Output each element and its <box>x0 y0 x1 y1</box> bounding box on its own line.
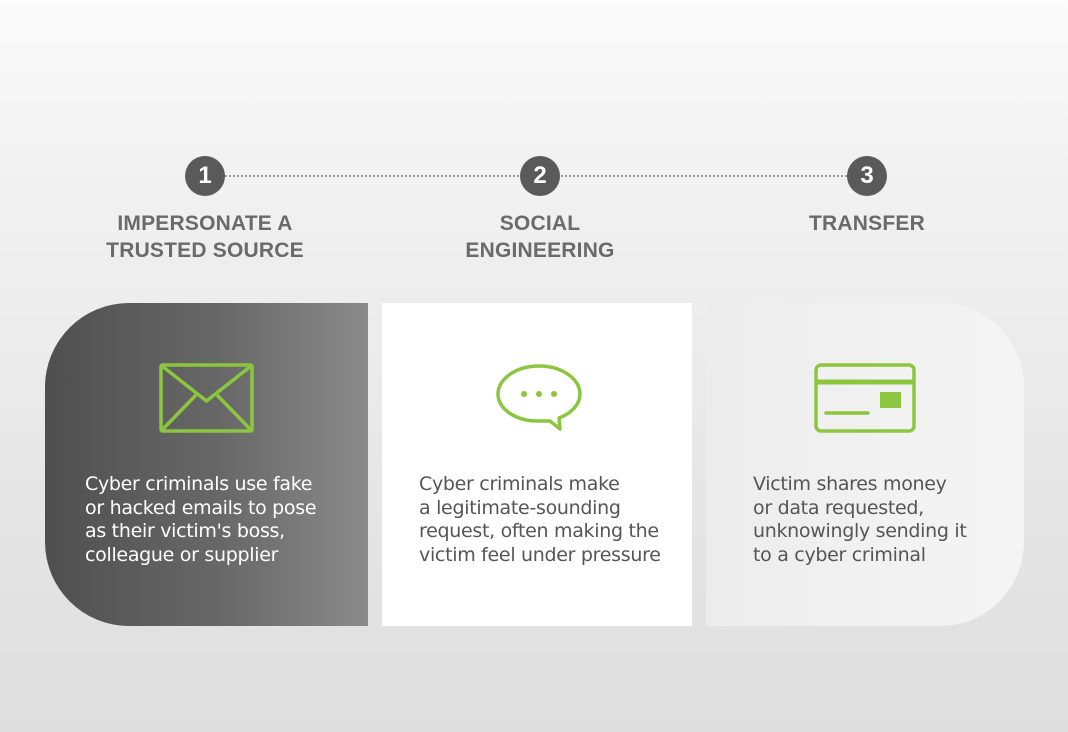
step-2-description-line: request, often making the <box>419 520 659 542</box>
envelope-icon <box>159 363 254 433</box>
step-1-description: Cyber criminals use fake or hacked email… <box>85 473 317 567</box>
step-3-title: TRANSFER <box>737 210 997 237</box>
step-3-description-line: or data requested, <box>753 496 924 519</box>
step-1-card: Cyber criminals use fake or hacked email… <box>45 303 368 626</box>
step-2-number: 2 <box>520 156 560 196</box>
credit-card-icon <box>814 363 916 433</box>
step-2-title: SOCIAL ENGINEERING <box>410 210 670 264</box>
step-3-number: 3 <box>847 156 887 196</box>
step-3-card: Victim shares money or data requested, u… <box>706 303 1024 626</box>
step-2-description: Cyber criminals make a legitimate-soundi… <box>419 473 661 567</box>
step-3-description-line: to a cyber criminal <box>753 543 926 566</box>
step-2-title-line: ENGINEERING <box>465 239 615 262</box>
step-1-title: IMPERSONATE A TRUSTED SOURCE <box>75 210 335 264</box>
step-1-title-line: TRUSTED SOURCE <box>106 239 304 262</box>
step-1-description-line: or hacked emails to pose <box>85 496 317 519</box>
step-1-title-line: IMPERSONATE A <box>117 212 293 235</box>
step-3-description-line: Victim shares money <box>753 473 947 495</box>
step-2-description-line: Cyber criminals make <box>419 473 620 495</box>
step-3-title-line: TRANSFER <box>809 212 925 235</box>
speech-bubble-icon <box>496 364 582 431</box>
step-1-description-line: as their victim's boss, <box>85 520 285 542</box>
step-1-number: 1 <box>185 156 225 196</box>
step-1-description-line: Cyber criminals use fake <box>85 473 313 495</box>
step-2-title-line: SOCIAL <box>499 212 581 235</box>
step-3-description-line: unknowingly sending it <box>753 520 967 542</box>
step-2-description-line: a legitimate-sounding <box>419 496 621 519</box>
step-1-description-line: colleague or supplier <box>85 543 279 566</box>
step-2-card: Cyber criminals make a legitimate-soundi… <box>382 303 692 626</box>
step-3-description: Victim shares money or data requested, u… <box>753 473 967 567</box>
step-2-description-line: victim feel under pressure <box>419 543 661 566</box>
